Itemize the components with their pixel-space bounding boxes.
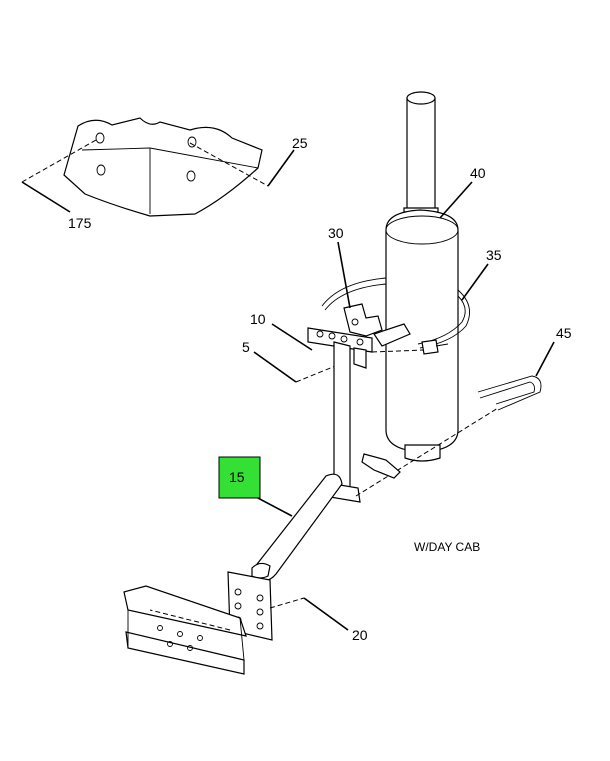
leader-30 bbox=[337, 241, 351, 309]
leader-5 bbox=[253, 351, 297, 383]
u-bolt bbox=[355, 375, 542, 497]
callout-5[interactable]: 5 bbox=[242, 339, 250, 355]
leader-35 bbox=[461, 263, 489, 301]
mounting-plate bbox=[21, 117, 269, 217]
leader-25 bbox=[267, 149, 295, 187]
callout-15-highlight bbox=[218, 456, 261, 499]
leader-175 bbox=[21, 181, 71, 213]
callout-10[interactable]: 10 bbox=[250, 311, 266, 327]
leader-10 bbox=[271, 323, 313, 351]
callout-15[interactable]: 15 bbox=[229, 469, 245, 485]
clip bbox=[361, 453, 401, 479]
support-post bbox=[251, 341, 361, 582]
callout-40[interactable]: 40 bbox=[470, 165, 486, 181]
strap-clamp bbox=[321, 277, 471, 355]
leader-20 bbox=[303, 597, 349, 631]
callout-35[interactable]: 35 bbox=[486, 247, 502, 263]
upper-mount-arm bbox=[295, 327, 425, 383]
callout-20[interactable]: 20 bbox=[352, 627, 368, 643]
leader-40 bbox=[439, 181, 473, 219]
callout-30[interactable]: 30 bbox=[328, 225, 344, 241]
exhaust-stack bbox=[385, 91, 459, 462]
caption-day-cab: W/DAY CAB bbox=[414, 540, 480, 554]
callout-25[interactable]: 25 bbox=[292, 135, 308, 151]
leader-15 bbox=[253, 495, 293, 517]
clamp-bracket bbox=[343, 303, 411, 347]
callout-45[interactable]: 45 bbox=[556, 325, 572, 341]
leader-45 bbox=[535, 341, 555, 377]
frame-rail bbox=[123, 585, 247, 675]
callout-175[interactable]: 175 bbox=[68, 215, 92, 231]
